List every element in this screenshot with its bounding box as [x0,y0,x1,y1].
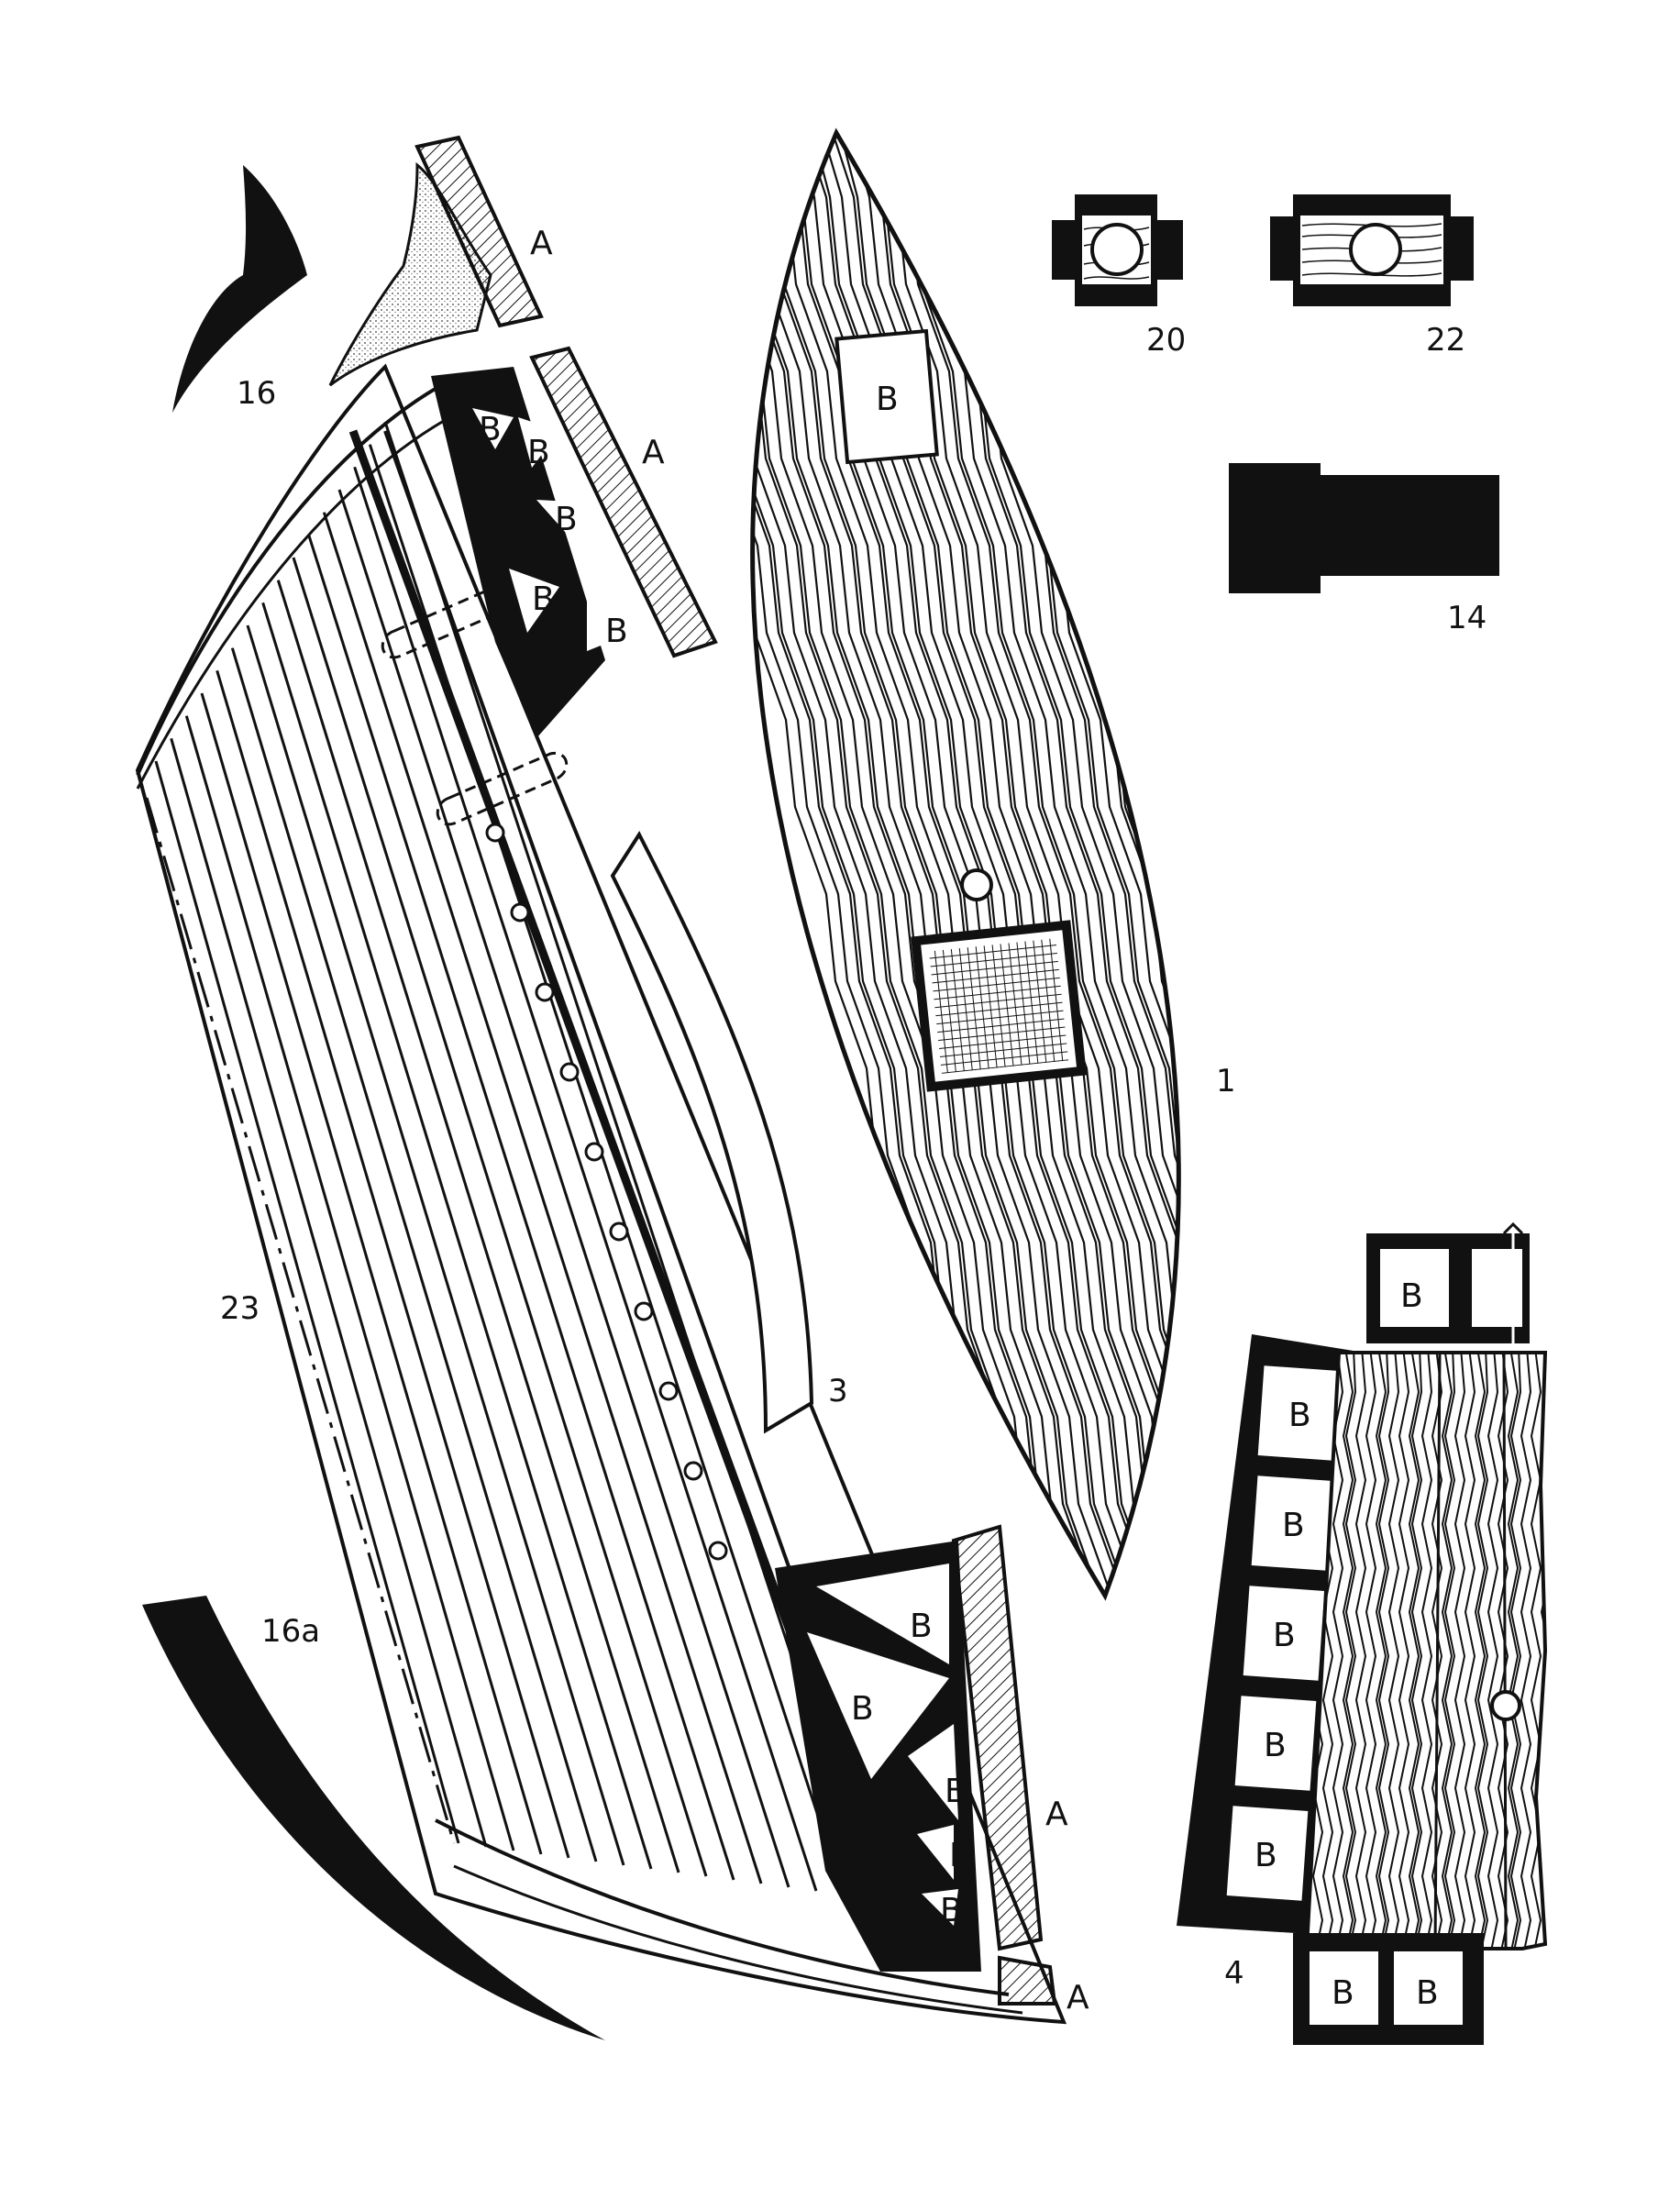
part-23: 23 [135,135,1067,2025]
part-22-label: 22 [1426,322,1465,359]
glue-mark-b: B [555,501,578,538]
glue-mark-b: B [1254,1837,1277,1874]
part-3: 3 [610,831,848,1434]
glue-mark-b: B [532,580,555,618]
part-4: B B B B B B B B 4 [1177,1221,1548,2045]
glue-mark-b: B [1273,1617,1296,1654]
part-16: 16 [172,165,307,413]
part-20: 20 [1052,194,1186,359]
glue-mark-b: B [1400,1277,1423,1315]
portholes [485,823,728,1561]
part-14: 14 [1229,463,1499,636]
glue-mark-a: A [1067,1979,1089,2017]
glue-mark-b: B [1416,1974,1439,2012]
glue-mark-b: B [940,1892,963,1929]
part-16a: 16a [142,1596,605,2040]
glue-mark-b: B [876,381,899,418]
glue-mark-a: A [642,434,665,471]
glue-mark-b: B [949,1837,972,1874]
glue-mark-b: B [1288,1397,1311,1434]
part-22: 22 [1270,194,1474,359]
hull-planking [154,421,873,1899]
glue-mark-b: B [1332,1974,1354,2012]
deck-hatch-grating [911,920,1087,1092]
part-23-label: 23 [220,1290,260,1327]
glue-mark-b: B [945,1773,967,1810]
part-3-label: 3 [828,1373,848,1409]
glue-mark-b: B [605,613,628,650]
glue-mark-b: B [1264,1727,1287,1764]
glue-mark-b: B [479,411,502,448]
glue-mark-a: A [1045,1796,1068,1833]
glue-mark-b: B [851,1690,874,1728]
glue-mark-b: B [1282,1507,1305,1544]
part-4-label: 4 [1224,1955,1244,1992]
glue-mark-a: A [530,225,553,262]
glue-mark-b: B [910,1608,933,1645]
glue-marks-hull: A A B B B B B B B B B B A A [479,225,1089,2017]
part-1-label: 1 [1216,1063,1236,1100]
part-16a-label: 16a [261,1613,320,1650]
glue-mark-b: B [527,434,550,471]
part-16-label: 16 [237,375,276,412]
part-20-label: 20 [1146,322,1186,359]
part-14-label: 14 [1447,600,1487,636]
